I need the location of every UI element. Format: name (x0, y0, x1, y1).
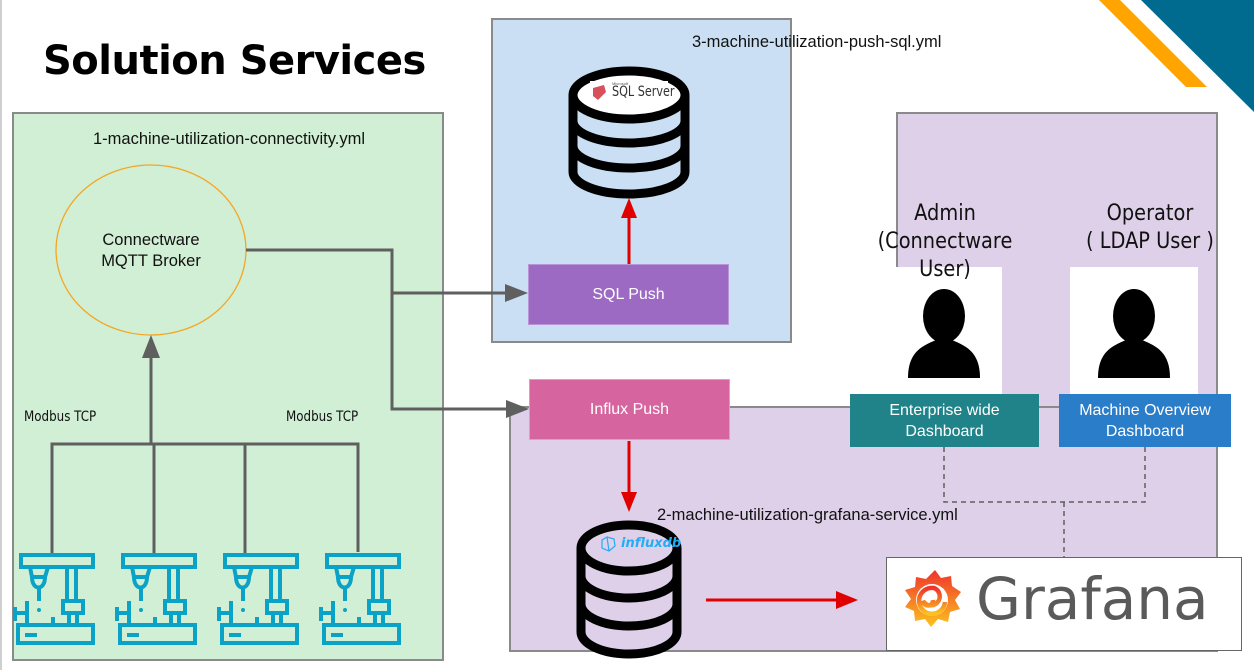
machine-icon-1 (13, 553, 95, 645)
machine-overview-dashboard[interactable]: Machine Overview Dashboard (1059, 394, 1231, 447)
connectivity-file-label: 1-machine-utilization-connectivity.yml (93, 130, 366, 148)
corner-orange-stripe (1099, 0, 1207, 87)
slide-left-edge (0, 0, 2, 670)
modbus-bus (50, 355, 360, 555)
machine-icon-2 (115, 553, 197, 645)
arrow-influx-push-to-influxdb (621, 492, 637, 512)
influxdb-logo-icon (601, 536, 616, 552)
enterprise-dashboard[interactable]: Enterprise wide Dashboard (850, 394, 1039, 447)
broker-label: Connectware MQTT Broker (56, 230, 246, 272)
admin-user-icon (908, 289, 980, 378)
modbus-label-right: Modbus TCP (286, 409, 359, 425)
machine-dashboard-line1: Machine Overview (1079, 401, 1211, 419)
broker-label-line2: MQTT Broker (101, 252, 201, 270)
machine-icon-4 (319, 553, 401, 645)
arrow-sql-push-to-sqlserver (621, 198, 637, 218)
grafana-label: Grafana (976, 565, 1209, 633)
operator-type: ( LDAP User ) (1086, 229, 1214, 254)
sql-push-label: SQL Push (592, 286, 665, 303)
dashboard-grafana-links (943, 447, 1146, 557)
enterprise-dashboard-line2: Dashboard (905, 422, 984, 440)
admin-user-label: Admin (Connectware User) (861, 200, 1028, 284)
sql-server-logo-icon (590, 81, 668, 105)
admin-role: Admin (914, 201, 976, 226)
operator-user-label: Operator ( LDAP User ) (1080, 200, 1221, 256)
push-sql-file-label: 3-machine-utilization-push-sql.yml (692, 33, 942, 51)
machine-icon-3 (217, 553, 299, 645)
modbus-label-left: Modbus TCP (24, 409, 97, 425)
corner-teal-triangle (1141, 0, 1254, 112)
sql-brand: SQL Server (612, 84, 675, 100)
arrow-to-sql-push (505, 284, 528, 302)
influx-push-label: Influx Push (589, 401, 670, 418)
broker-output-lines (246, 248, 510, 411)
page-title: Solution Services (43, 38, 426, 84)
influxdb-database-icon (576, 520, 682, 659)
arrow-to-broker (142, 335, 160, 358)
sql-push-service[interactable]: SQL Push (528, 264, 729, 325)
sql-brand-small: Microsoft (612, 81, 629, 86)
operator-role: Operator (1106, 201, 1194, 226)
broker-label-line1: Connectware (102, 231, 200, 249)
enterprise-dashboard-line1: Enterprise wide (889, 401, 1000, 419)
admin-type: (Connectware User) (877, 229, 1013, 282)
arrow-to-influx-push (506, 400, 529, 418)
arrow-influxdb-to-grafana (836, 591, 858, 609)
influx-brand: influxdb (621, 536, 682, 551)
operator-user-icon (1098, 289, 1170, 378)
machine-dashboard-line2: Dashboard (1105, 422, 1185, 440)
influx-push-service[interactable]: Influx Push (529, 379, 730, 440)
grafana-service-file-label: 2-machine-utilization-grafana-service.ym… (657, 506, 958, 524)
